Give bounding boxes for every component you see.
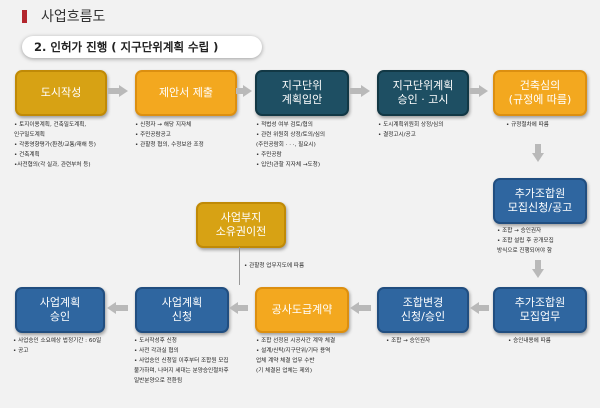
node-drawing-creation: 도시작성 [15, 70, 107, 116]
notes-additional-member-work: • 승인내용에 따름 [508, 336, 551, 346]
note-line: • 공고 [13, 348, 29, 354]
notes-business-plan-apply: • 도서작성후 신청 • 사전 각과실 협의 • 사업승인 신청일 이후부터 조… [134, 336, 229, 386]
node-additional-member-apply: 추가조합원 모집신청/공고 [493, 178, 587, 224]
arrow-shaft [359, 305, 371, 311]
note-line: • 도시계획위원회 상정/심의 [378, 122, 444, 128]
notes-union-change: • 조합 → 승인권자 [386, 336, 430, 346]
node-construction-contract: 공사도급계약 [255, 287, 349, 333]
arrow-right-icon [119, 85, 128, 97]
note-line: 인구밀도계획 [14, 132, 45, 138]
node-district-plan-draft: 지구단위 계획입안 [255, 70, 349, 116]
note-line: • 각종영향평가(환경/교통/재해 등) [14, 142, 96, 148]
note-line: • 관할청 업무지도에 따름 [244, 263, 305, 269]
arrow-left-icon [229, 302, 238, 314]
note-line: • 설계/신탁/지구단위/기타 용역 [256, 348, 331, 354]
node-label: 제안서 제출 [158, 86, 214, 99]
note-line: • 건축계획 [14, 152, 40, 158]
note-line: •사전협의(각 실과, 관련부처 등) [14, 162, 91, 168]
arrow-shaft [236, 88, 244, 94]
arrow-left-icon [107, 302, 116, 314]
node-business-plan-apply: 사업계획 신청 [135, 287, 229, 333]
notes-additional-member-apply: • 조합 → 승인권자 • 조합 설립 후 공개모집 방식으로 진행되어야 함 [497, 226, 554, 256]
note-line: 방식으로 진행되어야 함 [497, 248, 553, 254]
note-line: • 관할청 협의, 수정보완 조정 [135, 142, 204, 148]
page-title: 사업흐름도 [41, 9, 106, 25]
node-label: 도시작성 [40, 86, 82, 99]
node-label: 지구단위계획 승인 · 고시 [392, 79, 454, 106]
node-label: 지구단위 계획입안 [281, 79, 323, 106]
note-line: 불가하며, 나머지 세대는 분양승인절차후 [134, 368, 229, 374]
note-line: • 사업승인 소요예상 법정기간 : 60일 [13, 338, 102, 344]
node-label: 사업계획 승인 [39, 296, 81, 323]
node-label: 건축심의 (규정에 따름) [508, 79, 572, 106]
note-line: • 조합 → 승인권자 [386, 338, 431, 344]
arrow-right-icon [361, 85, 370, 97]
note-line: • 사전 각과실 협의 [134, 348, 179, 354]
note-line: • 토지이용계획, 건축밀도계획, [14, 122, 87, 128]
arrow-left-icon [350, 302, 359, 314]
connector-line [239, 247, 240, 285]
node-proposal-submit: 제안서 제출 [135, 70, 237, 116]
notes-building-review: • 규정절차에 따름 [506, 120, 549, 130]
note-line: • 주민공람공고 [135, 132, 171, 138]
arrow-shaft [350, 88, 362, 94]
note-line: • 조합 → 승인권자 [497, 228, 542, 234]
notes-ownership-transfer: • 관할청 업무지도에 따름 [244, 261, 304, 271]
notes-district-plan-approval: • 도시계획위원회 상정/심의 • 결정고시/공고 [378, 120, 443, 140]
arrow-shaft [469, 88, 479, 94]
note-line: • 승인내용에 따름 [508, 338, 551, 344]
notes-district-plan-draft: • 적법성 여부 검토/협의 • 관련 위원회 상정/토의/심의 (주민공람회 … [256, 120, 325, 170]
note-line: • 적법성 여부 검토/협의 [256, 122, 313, 128]
notes-drawing-creation: • 토지이용계획, 건축밀도계획, 인구밀도계획 • 각종영향평가(환경/교통/… [14, 120, 96, 170]
node-label: 추가조합원 모집신청/공고 [507, 187, 573, 214]
note-line: (주민공람회 · · ·, 필요시) [256, 142, 316, 148]
note-line: • 결정고시/공고 [378, 132, 416, 138]
note-line: • 사업승인 신청일 이후부터 조합원 모집 [134, 358, 229, 364]
arrow-shaft [535, 144, 541, 154]
note-line: • 조합 설립 후 공개모집 [497, 238, 554, 244]
node-building-review: 건축심의 (규정에 따름) [493, 70, 587, 116]
note-line: (기 체결된 업체는 제외) [256, 368, 313, 374]
node-label: 추가조합원 모집업무 [514, 296, 566, 323]
arrow-down-icon [532, 153, 544, 162]
page-header: 사업흐름도 [22, 6, 105, 26]
note-line: • 신청자 → 해당 지자체 [135, 122, 192, 128]
note-line: • 규정절차에 따름 [506, 122, 549, 128]
arrow-shaft [108, 88, 120, 94]
node-ownership-transfer: 사업부지 소유권이전 [196, 202, 286, 248]
arrow-right-icon [243, 85, 252, 97]
section-subtitle: 2. 인허가 진행 ( 지구단위계획 수립 ) [22, 36, 262, 58]
node-district-plan-approval: 지구단위계획 승인 · 고시 [377, 70, 469, 116]
note-line: • 입안(관할 지자체 →도청) [256, 162, 321, 168]
note-line: • 관련 위원회 상정/토의/심의 [256, 132, 326, 138]
node-label: 공사도급계약 [271, 303, 333, 316]
note-line: 업체 계약 체결 업무 수반 [256, 358, 315, 364]
arrow-shaft [238, 305, 248, 311]
notes-business-plan-approval: • 사업승인 소요예상 법정기간 : 60일 • 공고 [13, 336, 101, 356]
notes-proposal-submit: • 신청자 → 해당 지자체 • 주민공람공고 • 관할청 협의, 수정보완 조… [135, 120, 204, 150]
notes-construction-contract: • 조합 선정된 시공사간 계약 체결 • 설계/신탁/지구단위/기타 용역 업… [256, 336, 335, 376]
arrow-right-icon [479, 85, 488, 97]
title-accent-mark [22, 9, 27, 23]
arrow-left-icon [470, 302, 479, 314]
arrow-shaft [116, 305, 128, 311]
note-line: • 주민공람 [256, 152, 282, 158]
node-label: 사업계획 신청 [161, 296, 203, 323]
arrow-down-icon [532, 269, 544, 278]
note-line: • 조합 선정된 시공사간 계약 체결 [256, 338, 336, 344]
node-business-plan-approval: 사업계획 승인 [15, 287, 105, 333]
node-additional-member-work: 추가조합원 모집업무 [493, 287, 587, 333]
note-line: 일반분양으로 전환됨 [134, 378, 183, 384]
node-label: 조합변경 신청/승인 [400, 296, 446, 323]
arrow-shaft [479, 305, 489, 311]
node-label: 사업부지 소유권이전 [215, 211, 267, 238]
note-line: • 도서작성후 신청 [134, 338, 177, 344]
arrow-shaft [535, 260, 541, 270]
node-union-change-approval: 조합변경 신청/승인 [377, 287, 469, 333]
